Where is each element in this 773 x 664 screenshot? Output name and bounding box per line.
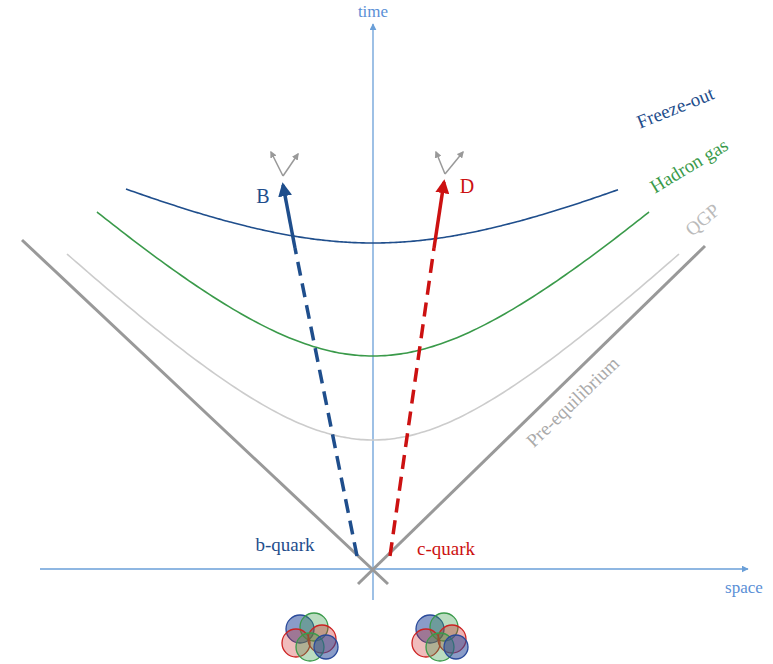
nucleus xyxy=(412,613,468,661)
space-axis xyxy=(40,568,748,569)
decay-product xyxy=(436,152,445,174)
nucleus xyxy=(282,613,338,661)
quark-label: c-quark xyxy=(417,539,475,560)
qgp-hyperbola xyxy=(67,254,679,440)
stage-label: Pre-equilibrium xyxy=(522,353,623,452)
decay-product xyxy=(271,152,283,176)
light-cone-line xyxy=(358,246,705,584)
phase-label: Hadron gas xyxy=(647,135,732,198)
hadron-gas-hyperbola xyxy=(97,212,649,356)
meson-label: D xyxy=(460,175,474,197)
decay-product xyxy=(283,154,298,176)
phase-label: Freeze-out xyxy=(634,83,717,133)
quark-label: b-quark xyxy=(255,535,314,556)
c-quark-trajectory xyxy=(390,248,434,556)
decay-product xyxy=(445,152,463,174)
b-meson-arrow xyxy=(283,185,295,248)
d-meson-arrow xyxy=(434,182,444,248)
meson-label: B xyxy=(256,185,269,207)
time-axis xyxy=(372,24,373,600)
freeze-out-hyperbola xyxy=(126,189,618,243)
b-quark-trajectory xyxy=(295,248,357,556)
axis-label: space xyxy=(725,579,763,598)
axis-label: time xyxy=(358,3,388,22)
phase-label: QGP xyxy=(682,200,725,240)
